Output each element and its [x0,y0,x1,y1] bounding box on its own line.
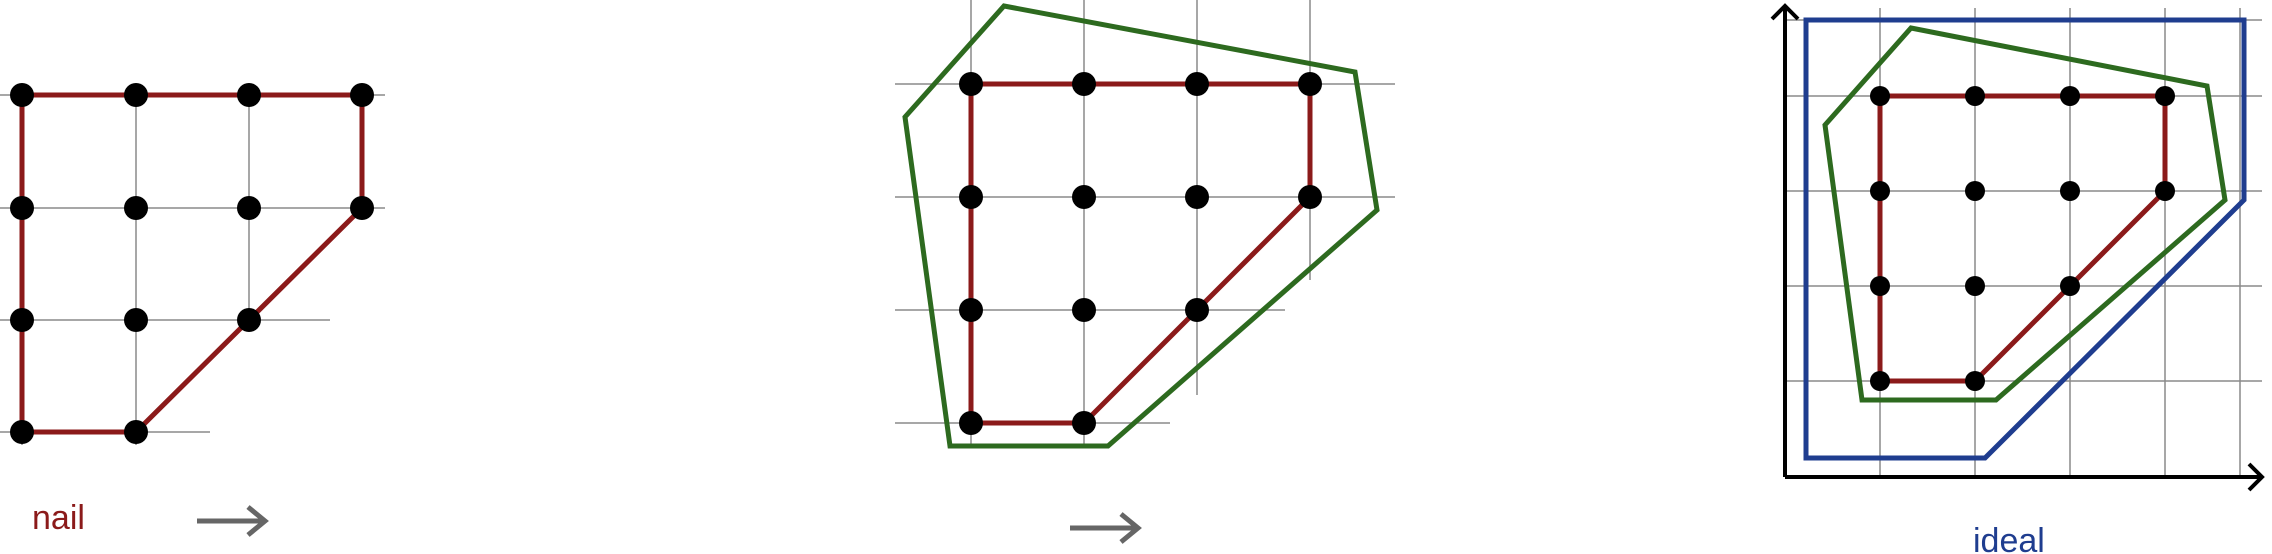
panel-1-lattice-points [10,83,374,444]
right-arrow-icon [1070,512,1142,544]
panel-2-nail-polygon [968,81,1313,426]
panel-1: nail [0,83,385,537]
panel-3-outer-polygon [1822,25,2228,403]
y-axis-arrowhead [1770,3,1800,21]
right-arrow-icon [197,505,269,537]
panel-3-axes [1770,3,2265,492]
panel-3: ideal [1770,3,2265,554]
ideal-label: ideal [1973,522,2045,554]
panel-3-lattice-points [1870,86,2175,391]
panel-2 [895,0,1395,544]
panel-1-nail-polygon [19,92,365,435]
x-axis-arrowhead [2247,462,2265,492]
panel-3-nail-polygon [1877,93,2168,384]
panel-1-grid [0,85,385,445]
panel-3-ideal-polygon [1803,17,2247,461]
panel-2-outer-polygon [902,3,1380,449]
nail-label: nail [32,499,85,537]
panel-3-grid [1785,8,2262,477]
panel-2-lattice-points [959,72,1322,435]
